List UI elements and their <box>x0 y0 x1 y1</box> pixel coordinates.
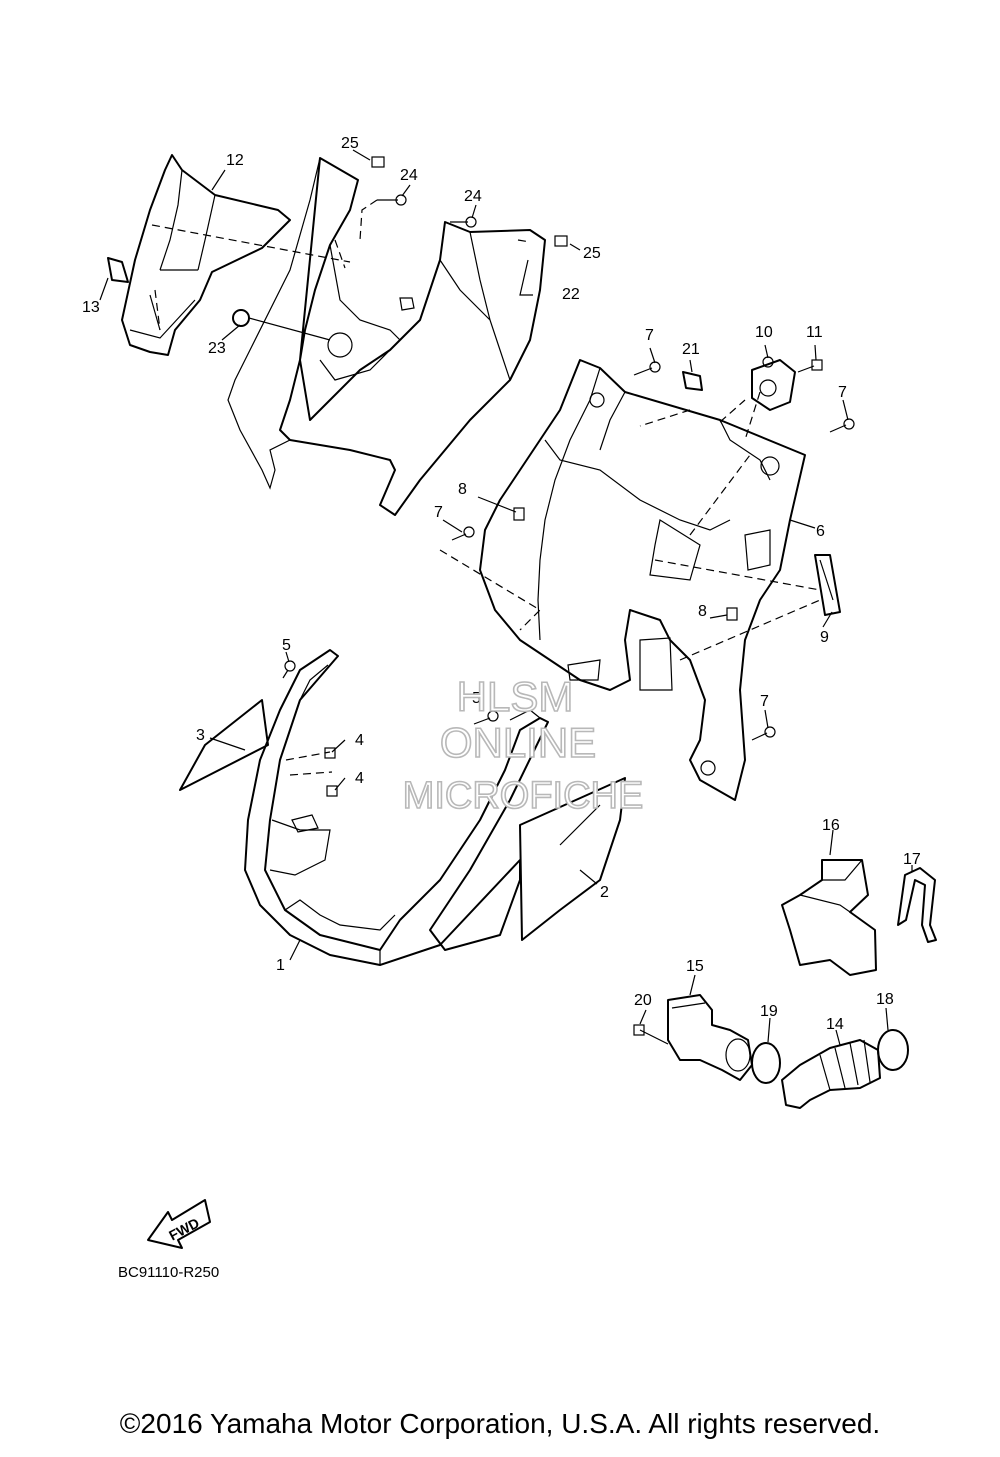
part-9-seal <box>814 554 841 616</box>
callout-9: 9 <box>820 629 829 646</box>
part-23-emblem <box>232 309 331 341</box>
callout-17: 17 <box>903 851 921 868</box>
part-24-bolt-b <box>450 216 477 228</box>
callout-16: 16 <box>822 817 840 834</box>
callout-6: 6 <box>816 523 825 540</box>
callout-19: 19 <box>760 1003 778 1020</box>
callout-5b: 5 <box>472 690 481 707</box>
callout-8b: 8 <box>698 603 707 620</box>
callout-1: 1 <box>276 957 285 974</box>
part-8-clip-b <box>726 607 738 621</box>
part-7-screw-b <box>829 418 855 433</box>
part-5-screw-b <box>473 710 499 725</box>
callout-7b: 7 <box>838 384 847 401</box>
part-10-bracket <box>744 356 796 441</box>
watermark-line-1: HLSM <box>457 673 574 720</box>
callout-12: 12 <box>226 152 244 169</box>
callout-24a: 24 <box>400 167 418 184</box>
part-2-panel <box>519 777 626 941</box>
callout-5a: 5 <box>282 637 291 654</box>
part-20-bolt <box>633 1024 669 1045</box>
callout-labels: 1 2 3 4 4 5 5 6 7 7 7 7 8 8 9 10 11 12 1… <box>82 135 921 1033</box>
part-14-hose <box>781 1039 881 1109</box>
callout-22: 22 <box>562 286 580 303</box>
part-18-clamp <box>877 1029 909 1071</box>
callout-11: 11 <box>806 324 823 341</box>
watermark-line-2: ONLINE <box>440 719 596 766</box>
callout-25b: 25 <box>583 245 601 262</box>
part-16-duct <box>781 859 877 976</box>
callout-15: 15 <box>686 958 704 975</box>
callout-21: 21 <box>682 341 700 358</box>
part-24-bolt-a <box>359 194 407 241</box>
callout-25a: 25 <box>341 135 359 152</box>
callout-4a: 4 <box>355 732 364 749</box>
diagram-code: BC91110-R250 <box>118 1264 220 1281</box>
part-1-lower-cowl <box>244 649 549 966</box>
callout-10: 10 <box>755 324 773 341</box>
callout-2: 2 <box>600 884 609 901</box>
leader-lines <box>99 149 913 1046</box>
part-3-panel <box>179 699 269 791</box>
part-4-nut-b <box>326 785 338 797</box>
copyright-footer: ©2016 Yamaha Motor Corporation, U.S.A. A… <box>119 1408 881 1439</box>
callout-13: 13 <box>82 299 100 316</box>
callout-24b: 24 <box>464 188 482 205</box>
callout-7a: 7 <box>645 327 654 344</box>
callout-23: 23 <box>208 340 226 357</box>
part-7-screw-d <box>751 726 776 741</box>
part-25-nut-a <box>371 156 385 168</box>
callout-20: 20 <box>634 992 652 1009</box>
part-19-clamp <box>751 1042 781 1084</box>
callout-14: 14 <box>826 1016 844 1033</box>
callout-7d: 7 <box>760 693 769 710</box>
part-front-cowl <box>227 157 546 516</box>
part-5-screw-a <box>282 660 296 679</box>
part-7-screw-a <box>633 361 661 376</box>
part-12-side-cover <box>121 154 351 356</box>
part-13-label <box>107 257 129 283</box>
part-17-wire-clip <box>897 867 937 943</box>
fwd-arrow-icon: FWD <box>147 1199 211 1249</box>
watermark-line-3: MICROFICHE <box>403 775 644 817</box>
callout-3: 3 <box>196 727 205 744</box>
callout-4b: 4 <box>355 770 364 787</box>
callout-8a: 8 <box>458 481 467 498</box>
part-15-joint <box>667 994 753 1081</box>
callout-7c: 7 <box>434 504 443 521</box>
part-8-clip-a <box>513 507 525 521</box>
part-6-inner-panel <box>439 359 821 801</box>
part-4-nut-a <box>324 747 336 759</box>
watermark: HLSM ONLINE MICROFICHE <box>402 672 644 818</box>
part-11-bolt <box>797 359 823 373</box>
part-21-label <box>682 371 703 391</box>
part-25-nut-b <box>554 235 568 247</box>
part-7-screw-c <box>451 526 475 541</box>
callout-18: 18 <box>876 991 894 1008</box>
